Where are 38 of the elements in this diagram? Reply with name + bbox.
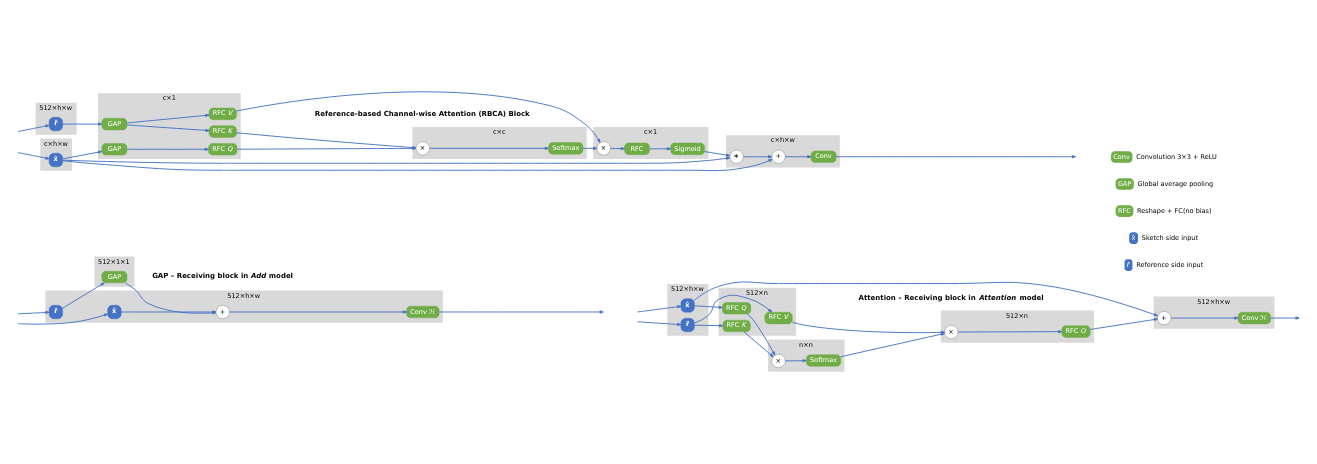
arrow (835, 154, 1076, 158)
arrow (649, 146, 671, 150)
arrow (229, 309, 407, 314)
arrow (743, 154, 773, 158)
arrow (17, 151, 50, 160)
arrow (704, 150, 731, 157)
arrow (957, 329, 1063, 333)
arrow (17, 123, 50, 132)
arrow (126, 124, 210, 132)
arrow (17, 310, 50, 314)
arrow (582, 146, 598, 150)
arrow (694, 323, 724, 327)
arrow (637, 320, 682, 326)
arrow (1170, 315, 1239, 320)
arrow (17, 313, 108, 325)
arrow (610, 146, 625, 150)
arrow (840, 332, 946, 357)
arrow (694, 304, 723, 309)
arrow (1270, 315, 1300, 320)
arrow (784, 154, 812, 158)
arrow (124, 281, 217, 314)
arrow (637, 304, 682, 312)
arrow (1089, 317, 1158, 330)
arrow (62, 158, 773, 171)
arrow (743, 330, 774, 357)
arrow (62, 150, 103, 159)
arrow (236, 90, 601, 143)
arrow (62, 122, 103, 126)
arrow (746, 313, 776, 356)
arrow (784, 358, 807, 362)
arrow (429, 146, 549, 150)
arrow (62, 281, 105, 309)
arrow (791, 321, 945, 334)
arrow (694, 294, 773, 323)
arrow (126, 147, 209, 151)
arrow (120, 309, 217, 314)
arrow (126, 113, 210, 123)
arrow (438, 309, 604, 314)
